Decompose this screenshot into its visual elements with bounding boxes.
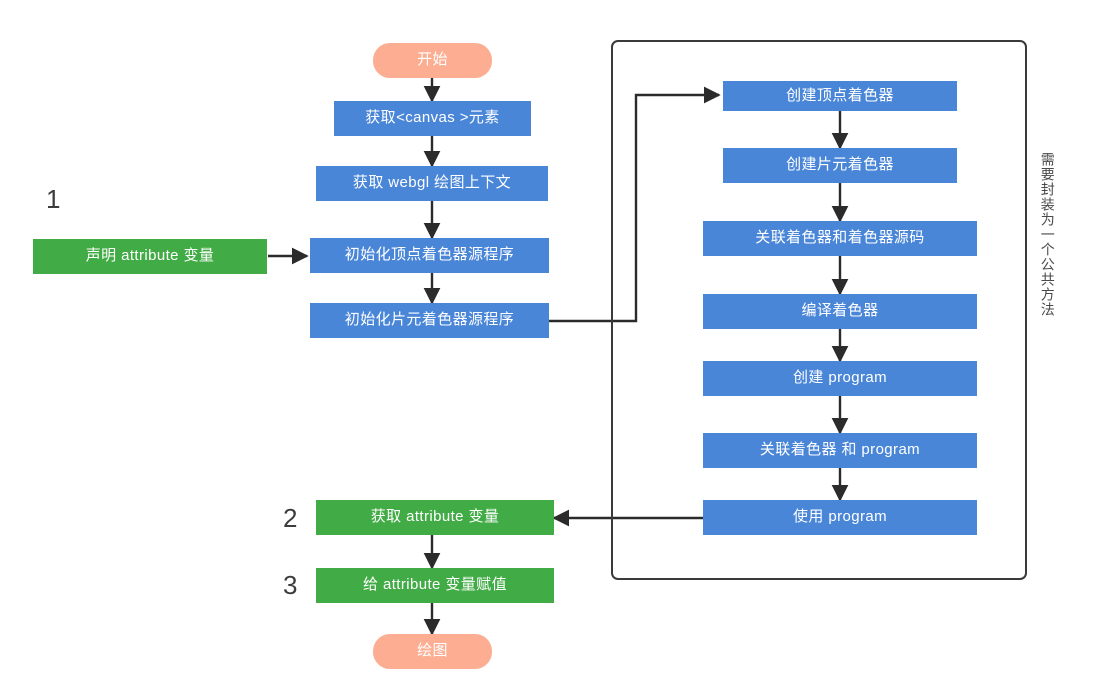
step-number-2: 2 — [283, 503, 298, 533]
public-method-group-box — [611, 40, 1027, 580]
node-create-program[interactable]: 创建 program — [703, 361, 977, 396]
node-init-fragment-shader-source[interactable]: 初始化片元着色器源程序 — [310, 303, 549, 338]
step-number-1: 1 — [46, 184, 61, 214]
node-set-attribute-variable[interactable]: 给 attribute 变量赋值 — [316, 568, 554, 603]
node-draw[interactable]: 绘图 — [373, 634, 492, 669]
node-init-vertex-shader-source[interactable]: 初始化顶点着色器源程序 — [310, 238, 549, 273]
node-start[interactable]: 开始 — [373, 43, 492, 78]
node-get-attribute-variable[interactable]: 获取 attribute 变量 — [316, 500, 554, 535]
node-attach-shader-source[interactable]: 关联着色器和着色器源码 — [703, 221, 977, 256]
node-declare-attribute-variable[interactable]: 声明 attribute 变量 — [33, 239, 267, 274]
step-number-3: 3 — [283, 570, 298, 600]
node-create-vertex-shader[interactable]: 创建顶点着色器 — [723, 81, 957, 111]
node-get-webgl-context[interactable]: 获取 webgl 绘图上下文 — [316, 166, 548, 201]
node-get-canvas[interactable]: 获取<canvas >元素 — [334, 101, 531, 136]
group-vertical-note: 需要封装为一个公共方法 — [1039, 152, 1056, 317]
node-compile-shader[interactable]: 编译着色器 — [703, 294, 977, 329]
node-attach-shader-to-program[interactable]: 关联着色器 和 program — [703, 433, 977, 468]
node-create-fragment-shader[interactable]: 创建片元着色器 — [723, 148, 957, 183]
node-use-program[interactable]: 使用 program — [703, 500, 977, 535]
